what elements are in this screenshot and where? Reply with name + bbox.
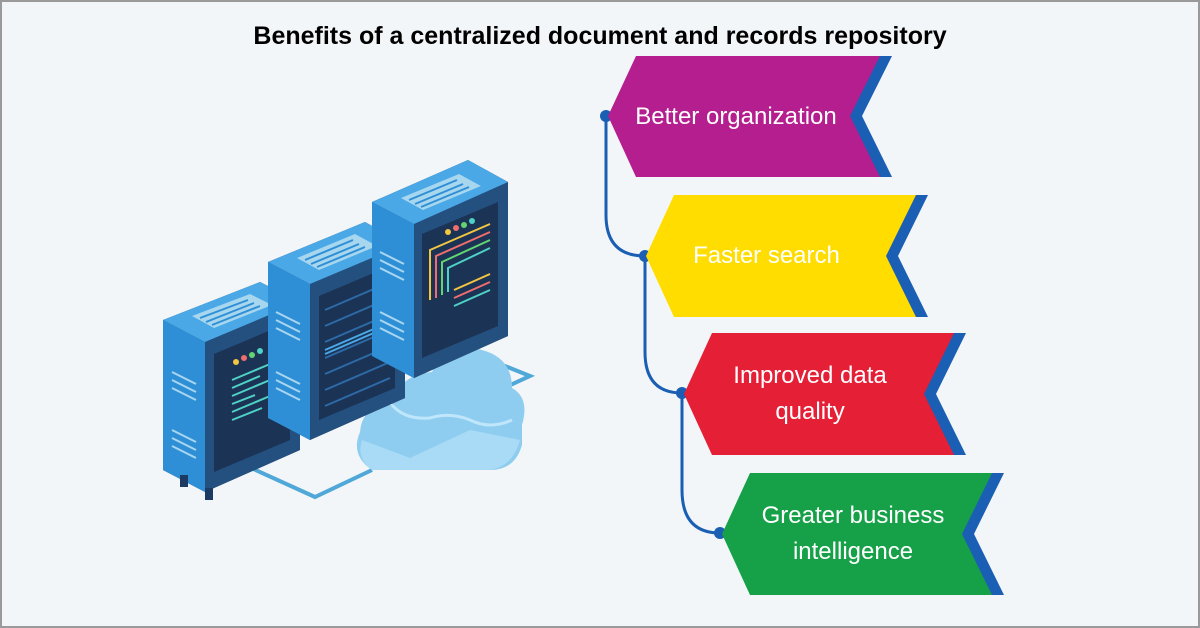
benefit-label-1: Better organization: [635, 102, 837, 130]
timeline-dot-1: [600, 110, 612, 122]
banner-greater-business-intelligence: [722, 473, 1004, 595]
banner-faster-search: [646, 195, 928, 317]
banner-better-organization: [608, 56, 892, 177]
server-rack-right: [372, 160, 508, 378]
page-title: Benefits of a centralized document and r…: [253, 22, 947, 50]
benefit-label-3: Improved data quality: [733, 362, 887, 425]
cloud-icon: [356, 347, 525, 470]
timeline-connector: [604, 116, 721, 535]
benefit-label-4: Greater business intelligence: [761, 502, 945, 565]
cable-left: [237, 460, 373, 500]
benefit-label-2: Faster search: [693, 242, 840, 269]
banner-improved-data-quality: [684, 333, 966, 455]
